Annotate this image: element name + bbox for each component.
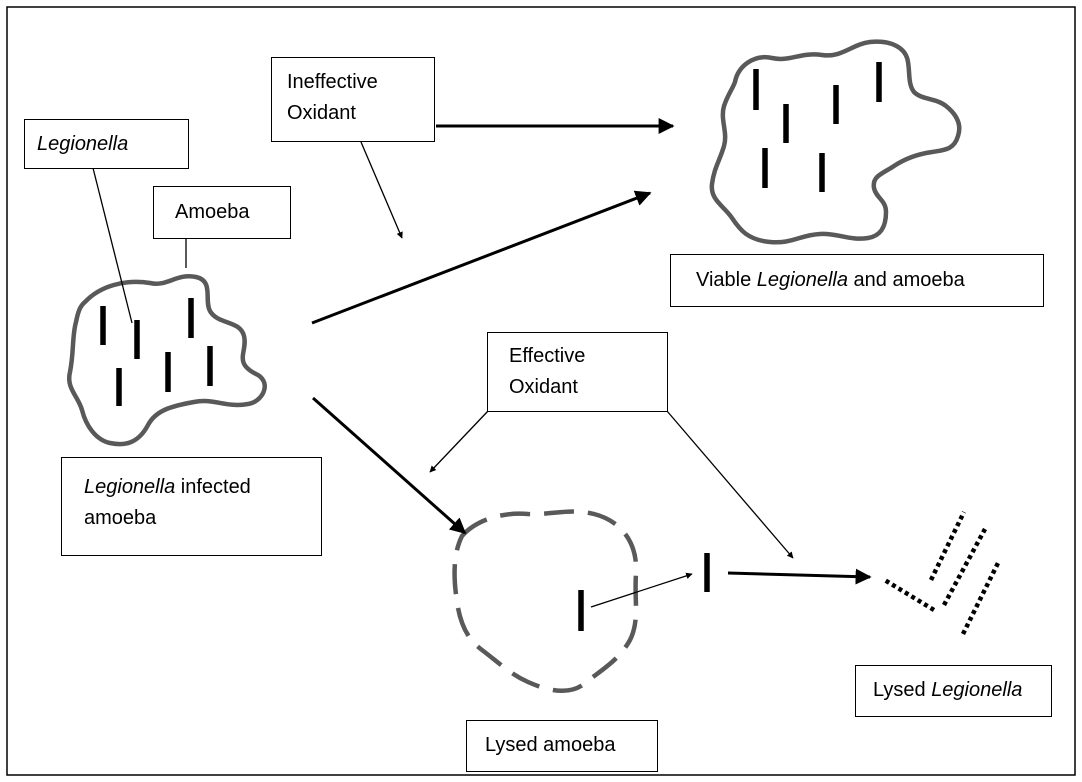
lysed-leg-italic: Legionella — [931, 679, 1023, 701]
lysed-legionella-text: Lysed Legionella — [873, 675, 1051, 706]
viable-amoeba-membrane — [709, 39, 962, 245]
effective-oxidant-label: Effective Oxidant — [487, 332, 668, 412]
effective-oxidant-arrow-right — [666, 410, 794, 559]
lysed-fragment — [928, 511, 967, 581]
viable-label: Viable Legionella and amoeba — [670, 254, 1044, 307]
infected-amoeba — [66, 274, 267, 447]
lysed-fragment — [942, 527, 987, 607]
lysed-legionella-label: Lysed Legionella — [855, 665, 1052, 717]
infected-amoeba-label: Legionella infected amoeba — [61, 457, 322, 556]
ineffective-oxidant-label: Ineffective Oxidant — [271, 57, 435, 142]
viable-text: Viable Legionella and amoeba — [696, 265, 1043, 296]
infected-rest: infected — [175, 476, 251, 498]
outer-frame — [6, 6, 1076, 776]
lysed-fragment — [960, 562, 1001, 635]
infected-line1: Legionella infected — [84, 472, 321, 503]
lysed-amoeba-text: Lysed amoeba — [485, 734, 616, 756]
viable-italic: Legionella — [756, 269, 848, 291]
lysed-amoeba — [452, 509, 639, 693]
free-to-lysed-arrow — [727, 568, 872, 585]
release-arrow — [590, 572, 693, 608]
viable-prefix: Viable — [696, 269, 757, 291]
viable-amoeba — [709, 39, 962, 245]
lysed-amoeba-label: Lysed amoeba — [466, 720, 658, 772]
infected-to-lysed-arrow — [312, 396, 467, 535]
lysed-fragment — [881, 577, 936, 612]
lysed-leg-prefix: Lysed — [873, 679, 932, 701]
viable-suffix: and amoeba — [848, 269, 965, 291]
amoeba-label: Amoeba — [153, 186, 291, 239]
effective-line2: Oxidant — [509, 376, 578, 398]
lysed-amoeba-membrane — [452, 509, 639, 693]
infected-italic: Legionella — [84, 476, 176, 498]
effective-line1: Effective — [509, 345, 586, 367]
infected-line2: amoeba — [84, 507, 157, 529]
infected-amoeba-membrane — [66, 274, 267, 447]
lysed-legionella — [881, 511, 1001, 635]
infected-to-viable-arrow — [311, 190, 652, 325]
effective-oxidant-arrow-left — [429, 410, 489, 473]
ineffective-line2: Oxidant — [287, 102, 356, 124]
legionella-text: Legionella — [37, 133, 129, 155]
ineffective-line1: Ineffective — [287, 71, 378, 93]
legionella-label: Legionella — [24, 119, 189, 169]
ineffective-oxidant-arrow — [360, 141, 403, 239]
legionella-pointer-line — [92, 167, 133, 324]
amoeba-text: Amoeba — [175, 201, 250, 223]
